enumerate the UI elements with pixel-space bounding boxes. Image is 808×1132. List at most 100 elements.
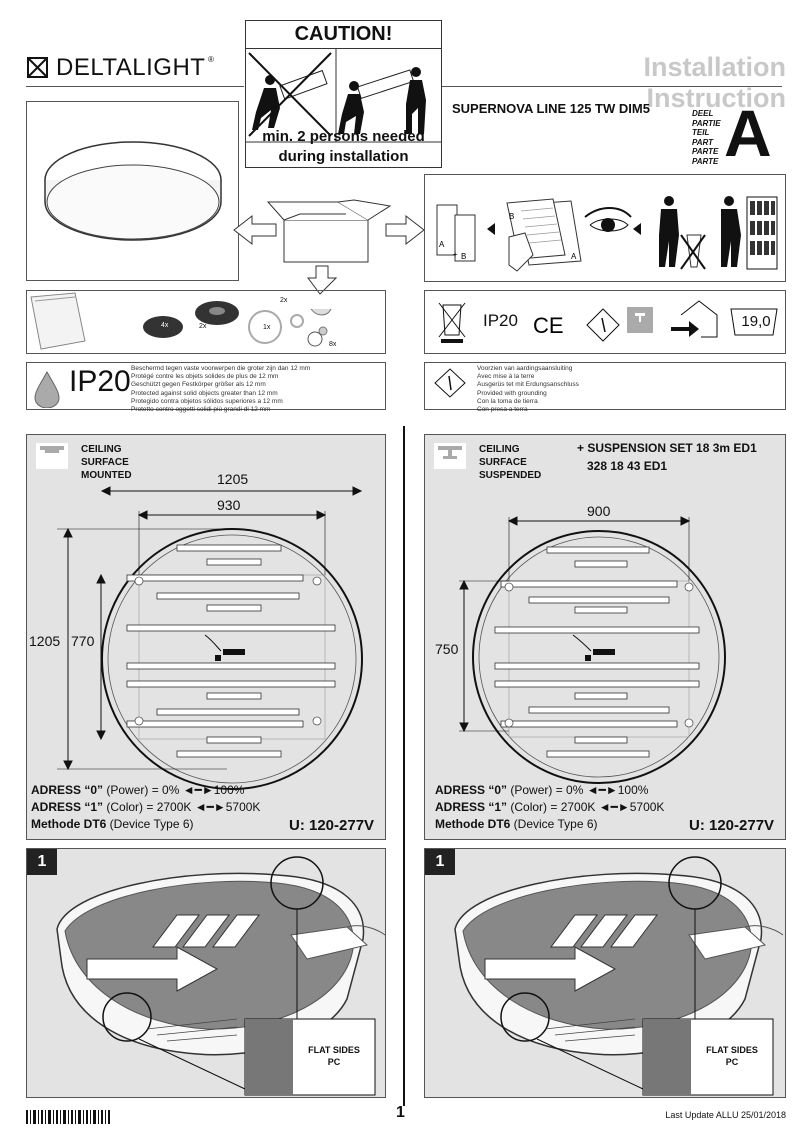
ip-line: Geschützt gegen Festkörper größer als 12… [131, 381, 266, 389]
page-title: Installation Instruction [643, 52, 786, 113]
part-label: PARTIE [692, 118, 721, 128]
addr-max: 5700K [629, 800, 665, 814]
addr-label: ADRESS “1” [435, 800, 508, 814]
pc-label: PC [725, 1057, 739, 1067]
certification-icons: CE [438, 300, 778, 343]
suspension-set: + SUSPENSION SET 18 3m ED1 [577, 441, 757, 455]
contents-box: 4x 2x 1x 2x 8x [26, 290, 386, 354]
addr-max: 5700K [225, 800, 261, 814]
ground-description: Voorzien van aardingsaansluiting Avec mi… [477, 365, 579, 414]
header-line [26, 86, 244, 87]
dim-v-outer: 1205 [29, 633, 61, 649]
surface-mounted-drawing [36, 443, 363, 790]
water-drop-icon [34, 370, 60, 408]
ip-info-box: IP20 Beschermd tegen vaste voorwerpen di… [26, 362, 386, 413]
flat-sides-label: FLAT SIDES [706, 1045, 758, 1055]
addr-label: ADRESS “1” [31, 800, 104, 814]
method-detail: (Device Type 6) [106, 817, 194, 831]
brand-logo: DELTALIGHT ® [26, 52, 226, 82]
addr-detail: (Color) = 2700K [103, 800, 195, 814]
svg-text:A: A [571, 252, 577, 261]
brand-name: DELTALIGHT [56, 54, 206, 81]
qty-ring: 2x [199, 323, 207, 330]
step-number: 1 [27, 849, 57, 875]
qty-cap: 4x [161, 322, 169, 329]
mount-label: CEILING [479, 444, 520, 455]
ground-line: Avec mise à la terre [477, 373, 535, 381]
dim-outer: 1205 [217, 471, 249, 487]
mount-label: CEILING [81, 444, 122, 455]
ip-line: Protégé contre les objets solides de plu… [131, 373, 279, 381]
ip-line: Beschermd tegen vaste voorwerpen die gro… [131, 365, 311, 372]
addr-label: ADRESS “0” [31, 783, 104, 797]
deltalight-logo-icon [27, 57, 48, 78]
method-label: Methode DT6 [31, 817, 107, 831]
suspended-panel: CEILING SURFACE SUSPENDED + SUSPENSION S… [424, 434, 786, 840]
center-divider [403, 426, 405, 1106]
voltage: U: 120-277V [689, 817, 775, 834]
flat-sides-label: FLAT SIDES [308, 1045, 360, 1055]
mount-label: SURFACE [479, 457, 527, 468]
ip-line: Protegido contra objetos sólidos superio… [131, 397, 283, 405]
dim-inner: 930 [217, 497, 241, 513]
remove-diffuser-illustration [56, 856, 385, 1096]
voltage: U: 120-277V [289, 817, 375, 834]
product-image-box [26, 101, 239, 281]
caution-line2: during installation [278, 148, 409, 165]
svg-text:B: B [461, 252, 466, 261]
step-1-panel-right: 1 FLAT SIDES PC [424, 848, 786, 1098]
ground-line: Ausgerüs tet mit Erdungsanschluss [477, 381, 579, 389]
remove-diffuser-illustration [454, 856, 784, 1096]
addr-detail: (Power) = 0% [103, 783, 183, 797]
part-label: PARTE [692, 156, 719, 166]
addr-max: 100% [617, 783, 649, 797]
address-1: ADRESS “1” (Color) = 2700K ◄━►5700K [31, 800, 260, 814]
unboxing-illustration [233, 199, 425, 295]
method: Methode DT6 (Device Type 6) [435, 817, 598, 831]
svg-text:+: + [453, 250, 458, 259]
part-label: PART [692, 137, 714, 147]
method-label: Methode DT6 [435, 817, 511, 831]
address-0: ADRESS “0” (Power) = 0% ◄━►100% [435, 783, 648, 797]
part-labels: DEEL PARTIE TEIL PART PARTE PARTE [692, 109, 721, 166]
part-label: TEIL [692, 128, 710, 137]
ip-label: IP20 [69, 365, 131, 398]
surface-mounted-panel: CEILING SURFACE MOUNTED 1205 930 1205 77… [26, 434, 386, 840]
svg-text:A: A [439, 240, 445, 249]
svg-text:B: B [509, 212, 514, 221]
addr-label: ADRESS “0” [435, 783, 508, 797]
header-line-right [442, 86, 782, 87]
ground-line: Con presa a terra [477, 406, 528, 414]
mount-label: SUSPENDED [479, 470, 542, 481]
pc-label: PC [327, 1057, 341, 1067]
class-one-icon [434, 368, 466, 398]
part-label: PARTE [692, 147, 719, 156]
suspension-code: 328 18 43 ED1 [587, 459, 668, 473]
ip-line: Protected against solid objects greater … [131, 389, 278, 397]
brand-reg: ® [208, 55, 214, 64]
range-arrow-icon: ◄━► [598, 800, 630, 814]
qty-clip: 8x [329, 341, 337, 348]
product-name: SUPERNOVA LINE 125 TW DIM5 [452, 101, 650, 116]
read-instructions-box: A B + B A [424, 174, 786, 282]
address-0: ADRESS “0” (Power) = 0% ◄━►100% [31, 783, 244, 797]
mount-type: CEILING SURFACE SUSPENDED [479, 443, 541, 482]
step-1-panel-left: 1 FLAT SIDES PC [26, 848, 386, 1098]
part-label: DEEL [692, 109, 714, 118]
dim-v-inner: 770 [71, 633, 95, 649]
range-arrow-icon: ◄━► [194, 800, 226, 814]
method: Methode DT6 (Device Type 6) [31, 817, 194, 831]
ground-line: Provided with grounding [477, 389, 547, 397]
ip-description: Beschermd tegen vaste voorwerpen die gro… [131, 365, 310, 414]
qty-hook: 2x [280, 297, 288, 304]
method-detail: (Device Type 6) [510, 817, 598, 831]
read-manual-icons: A B + B A [436, 196, 778, 272]
weight-value: 19,0 [741, 313, 771, 330]
ip-rating: IP20 [483, 311, 518, 330]
range-arrow-icon: ◄━► [586, 783, 618, 797]
part-letter: A [724, 96, 772, 170]
caution-title: CAUTION! [246, 21, 441, 49]
mount-label: MOUNTED [81, 470, 132, 481]
caution-line1: min. 2 persons needed [262, 128, 425, 145]
certifications-box: CE IP20 19,0 [424, 290, 786, 354]
